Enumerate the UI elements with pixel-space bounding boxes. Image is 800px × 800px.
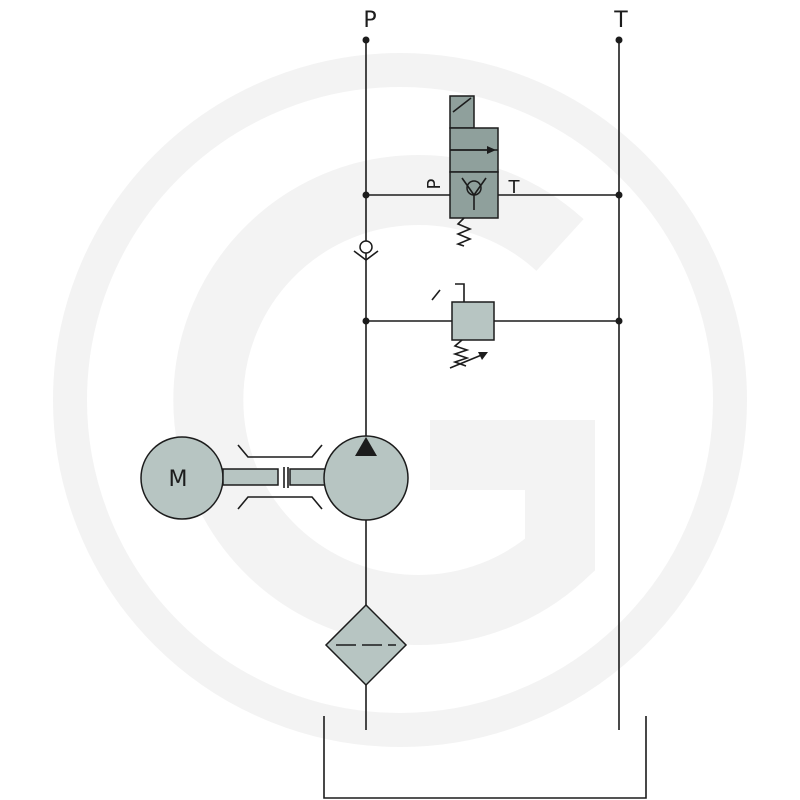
junction-dot bbox=[615, 191, 623, 199]
motor-label: M bbox=[169, 467, 188, 492]
junction-dot bbox=[362, 317, 370, 325]
watermark-logo bbox=[53, 53, 747, 747]
port-p-dot bbox=[362, 36, 370, 44]
shaft-coupling bbox=[222, 444, 327, 510]
cross-connection-lines bbox=[366, 194, 619, 322]
flow-direction-arrow-icon bbox=[355, 437, 377, 456]
pressure-relief-valve bbox=[431, 283, 495, 369]
spring-icon bbox=[455, 217, 473, 247]
check-valve bbox=[353, 240, 379, 261]
hydraulic-pump bbox=[323, 435, 409, 521]
electric-motor: M bbox=[140, 436, 224, 520]
solenoid-valve bbox=[449, 95, 499, 247]
port-t-dot bbox=[615, 36, 623, 44]
junction-dot bbox=[362, 191, 370, 199]
adjustable-spring-icon bbox=[452, 339, 470, 367]
valve-port-t-label: T bbox=[508, 177, 521, 198]
reservoir-tank bbox=[323, 716, 647, 799]
port-t-label: T bbox=[613, 8, 628, 33]
valve-port-p-label: P bbox=[424, 178, 445, 189]
junction-dot bbox=[615, 317, 623, 325]
port-p-label: P bbox=[363, 8, 376, 33]
filter bbox=[324, 603, 408, 687]
